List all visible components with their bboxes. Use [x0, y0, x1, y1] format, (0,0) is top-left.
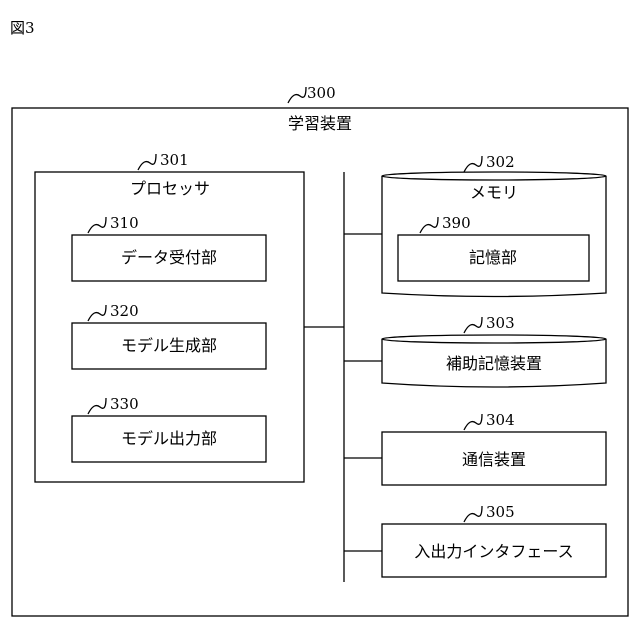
io-label: 入出力インタフェース — [414, 544, 573, 560]
unit-ref-310: 310 — [110, 216, 139, 231]
leader-390 — [420, 217, 438, 233]
memory-unit-label: 記憶部 — [469, 250, 517, 266]
aux-storage-cylinder-top — [382, 335, 606, 343]
memory-cylinder-top — [382, 172, 606, 180]
leader-330 — [88, 398, 106, 414]
unit-ref-330: 330 — [110, 397, 139, 412]
processor-ref: 301 — [160, 153, 189, 168]
leader-304 — [464, 414, 482, 430]
device-ref: 300 — [307, 86, 336, 101]
device-label: 学習装置 — [288, 116, 352, 132]
unit-label-320: モデル生成部 — [121, 338, 217, 354]
leader-305 — [464, 506, 482, 522]
aux-storage-label: 補助記憶装置 — [446, 356, 542, 372]
leader-303 — [464, 317, 482, 333]
unit-label-310: データ受付部 — [121, 250, 217, 266]
unit-label-330: モデル出力部 — [121, 431, 217, 447]
memory-unit-ref: 390 — [442, 216, 471, 231]
leader-310 — [88, 217, 106, 233]
comm-label: 通信装置 — [462, 452, 526, 468]
leader-302 — [464, 156, 482, 172]
processor-label: プロセッサ — [130, 181, 210, 197]
leader-301 — [138, 154, 156, 170]
memory-label: メモリ — [470, 185, 518, 201]
aux-storage-ref: 303 — [486, 316, 515, 331]
io-ref: 305 — [486, 505, 515, 520]
leader-300 — [288, 87, 306, 103]
unit-ref-320: 320 — [110, 304, 139, 319]
memory-ref: 302 — [486, 155, 515, 170]
figure-label: 図3 — [10, 21, 35, 36]
leader-320 — [88, 305, 106, 321]
comm-ref: 304 — [486, 413, 515, 428]
